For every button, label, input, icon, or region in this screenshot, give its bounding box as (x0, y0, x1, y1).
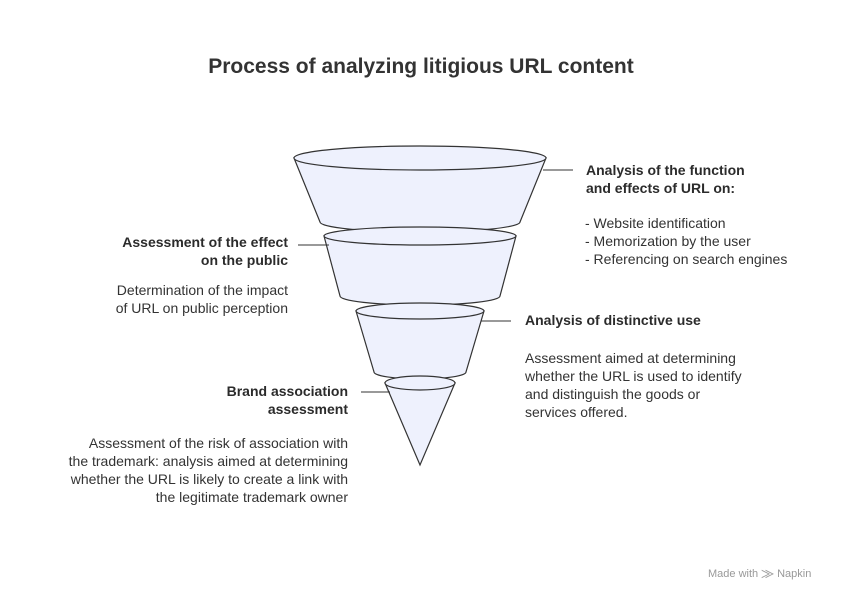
list-item: - Memorization by the user (585, 233, 751, 249)
list-item: - Website identification (585, 215, 726, 231)
funnel-segment-3-top (355, 302, 485, 320)
funnel-segment-2-top (323, 226, 517, 246)
funnel-segment-2 (323, 235, 517, 306)
diagram-title: Process of analyzing litigious URL conte… (208, 55, 634, 78)
funnel-segment-3 (355, 310, 485, 380)
stage-4-body: Assessment of the risk of association wi… (68, 435, 348, 505)
stage-3-heading: Analysis of distinctive use (525, 312, 701, 328)
list-item: - Referencing on search engines (585, 251, 788, 267)
stage-1-list: - Website identification - Memorization … (585, 214, 787, 268)
napkin-watermark: Made with ⨠ Napkin (708, 568, 812, 580)
funnel-segment-1-top (293, 145, 547, 171)
funnel-segment-4-top (384, 375, 456, 391)
funnel-segment-4 (384, 382, 456, 467)
